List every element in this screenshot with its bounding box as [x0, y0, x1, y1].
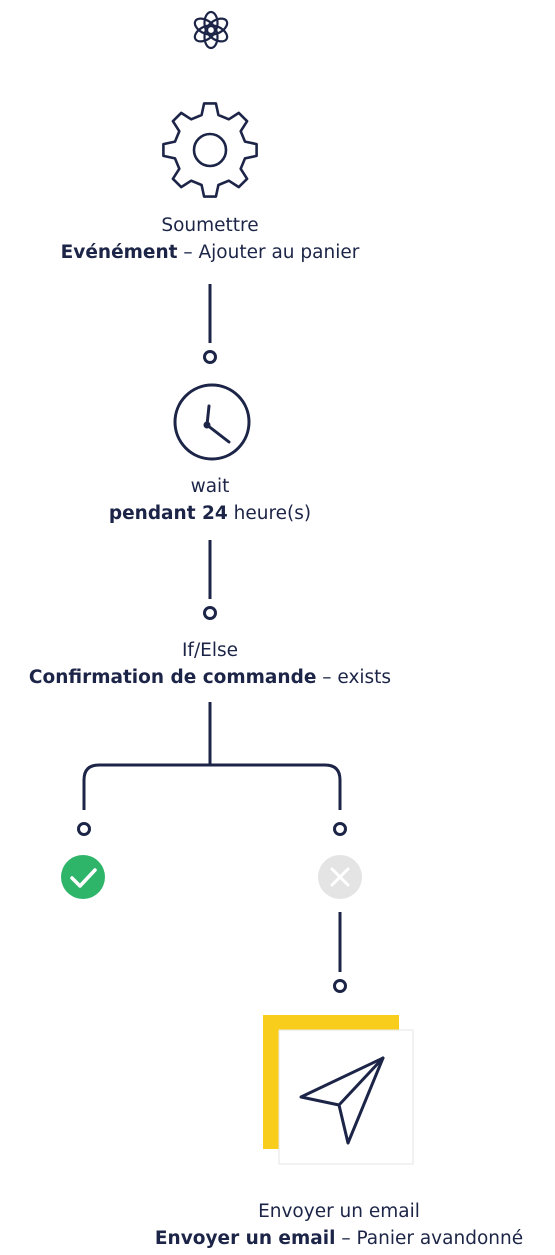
trigger-detail: Evénément – Ajouter au panier [0, 239, 420, 266]
action-label: Envoyer un email Envoyer un email – Pani… [124, 1198, 554, 1252]
wait-type: wait [190, 476, 230, 497]
condition-detail-bold: Confirmation de commande [28, 667, 317, 688]
connector-node [77, 822, 91, 836]
brand-swirl-icon [193, 10, 229, 50]
wait-detail-text: heure(s) [227, 503, 312, 524]
condition-label: If/Else Confirmation de commande – exist… [0, 637, 420, 691]
trigger-type: Soumettre [161, 215, 259, 236]
wait-detail: pendant 24 heure(s) [0, 500, 420, 527]
clock-icon [173, 383, 251, 461]
x-circle-icon [318, 855, 362, 899]
gear-icon [162, 102, 258, 198]
wait-label: wait pendant 24 heure(s) [0, 473, 420, 527]
action-detail-separator: – [335, 1228, 357, 1249]
trigger-label: Soumettre Evénément – Ajouter au panier [0, 212, 420, 266]
branch-split-line [82, 702, 342, 810]
action-detail-bold: Envoyer un email [154, 1228, 336, 1249]
connector-node [203, 606, 217, 620]
action-type: Envoyer un email [258, 1201, 420, 1222]
trigger-detail-text: Ajouter au panier [198, 242, 360, 263]
condition-detail: Confirmation de commande – exists [0, 664, 420, 691]
trigger-detail-bold: Evénément [60, 242, 178, 263]
condition-type: If/Else [181, 640, 239, 661]
action-detail: Envoyer un email – Panier avandonné [124, 1225, 554, 1252]
wait-detail-bold: pendant 24 [108, 503, 228, 524]
connector-node [203, 350, 217, 364]
paper-plane-icon [299, 1056, 385, 1145]
condition-detail-separator: – [316, 667, 338, 688]
check-circle-icon [61, 855, 105, 899]
connector-node [333, 979, 347, 993]
action-detail-text: Panier avandonné [356, 1228, 524, 1249]
condition-detail-text: exists [337, 667, 392, 688]
connector-node [333, 822, 347, 836]
trigger-detail-separator: – [177, 242, 199, 263]
